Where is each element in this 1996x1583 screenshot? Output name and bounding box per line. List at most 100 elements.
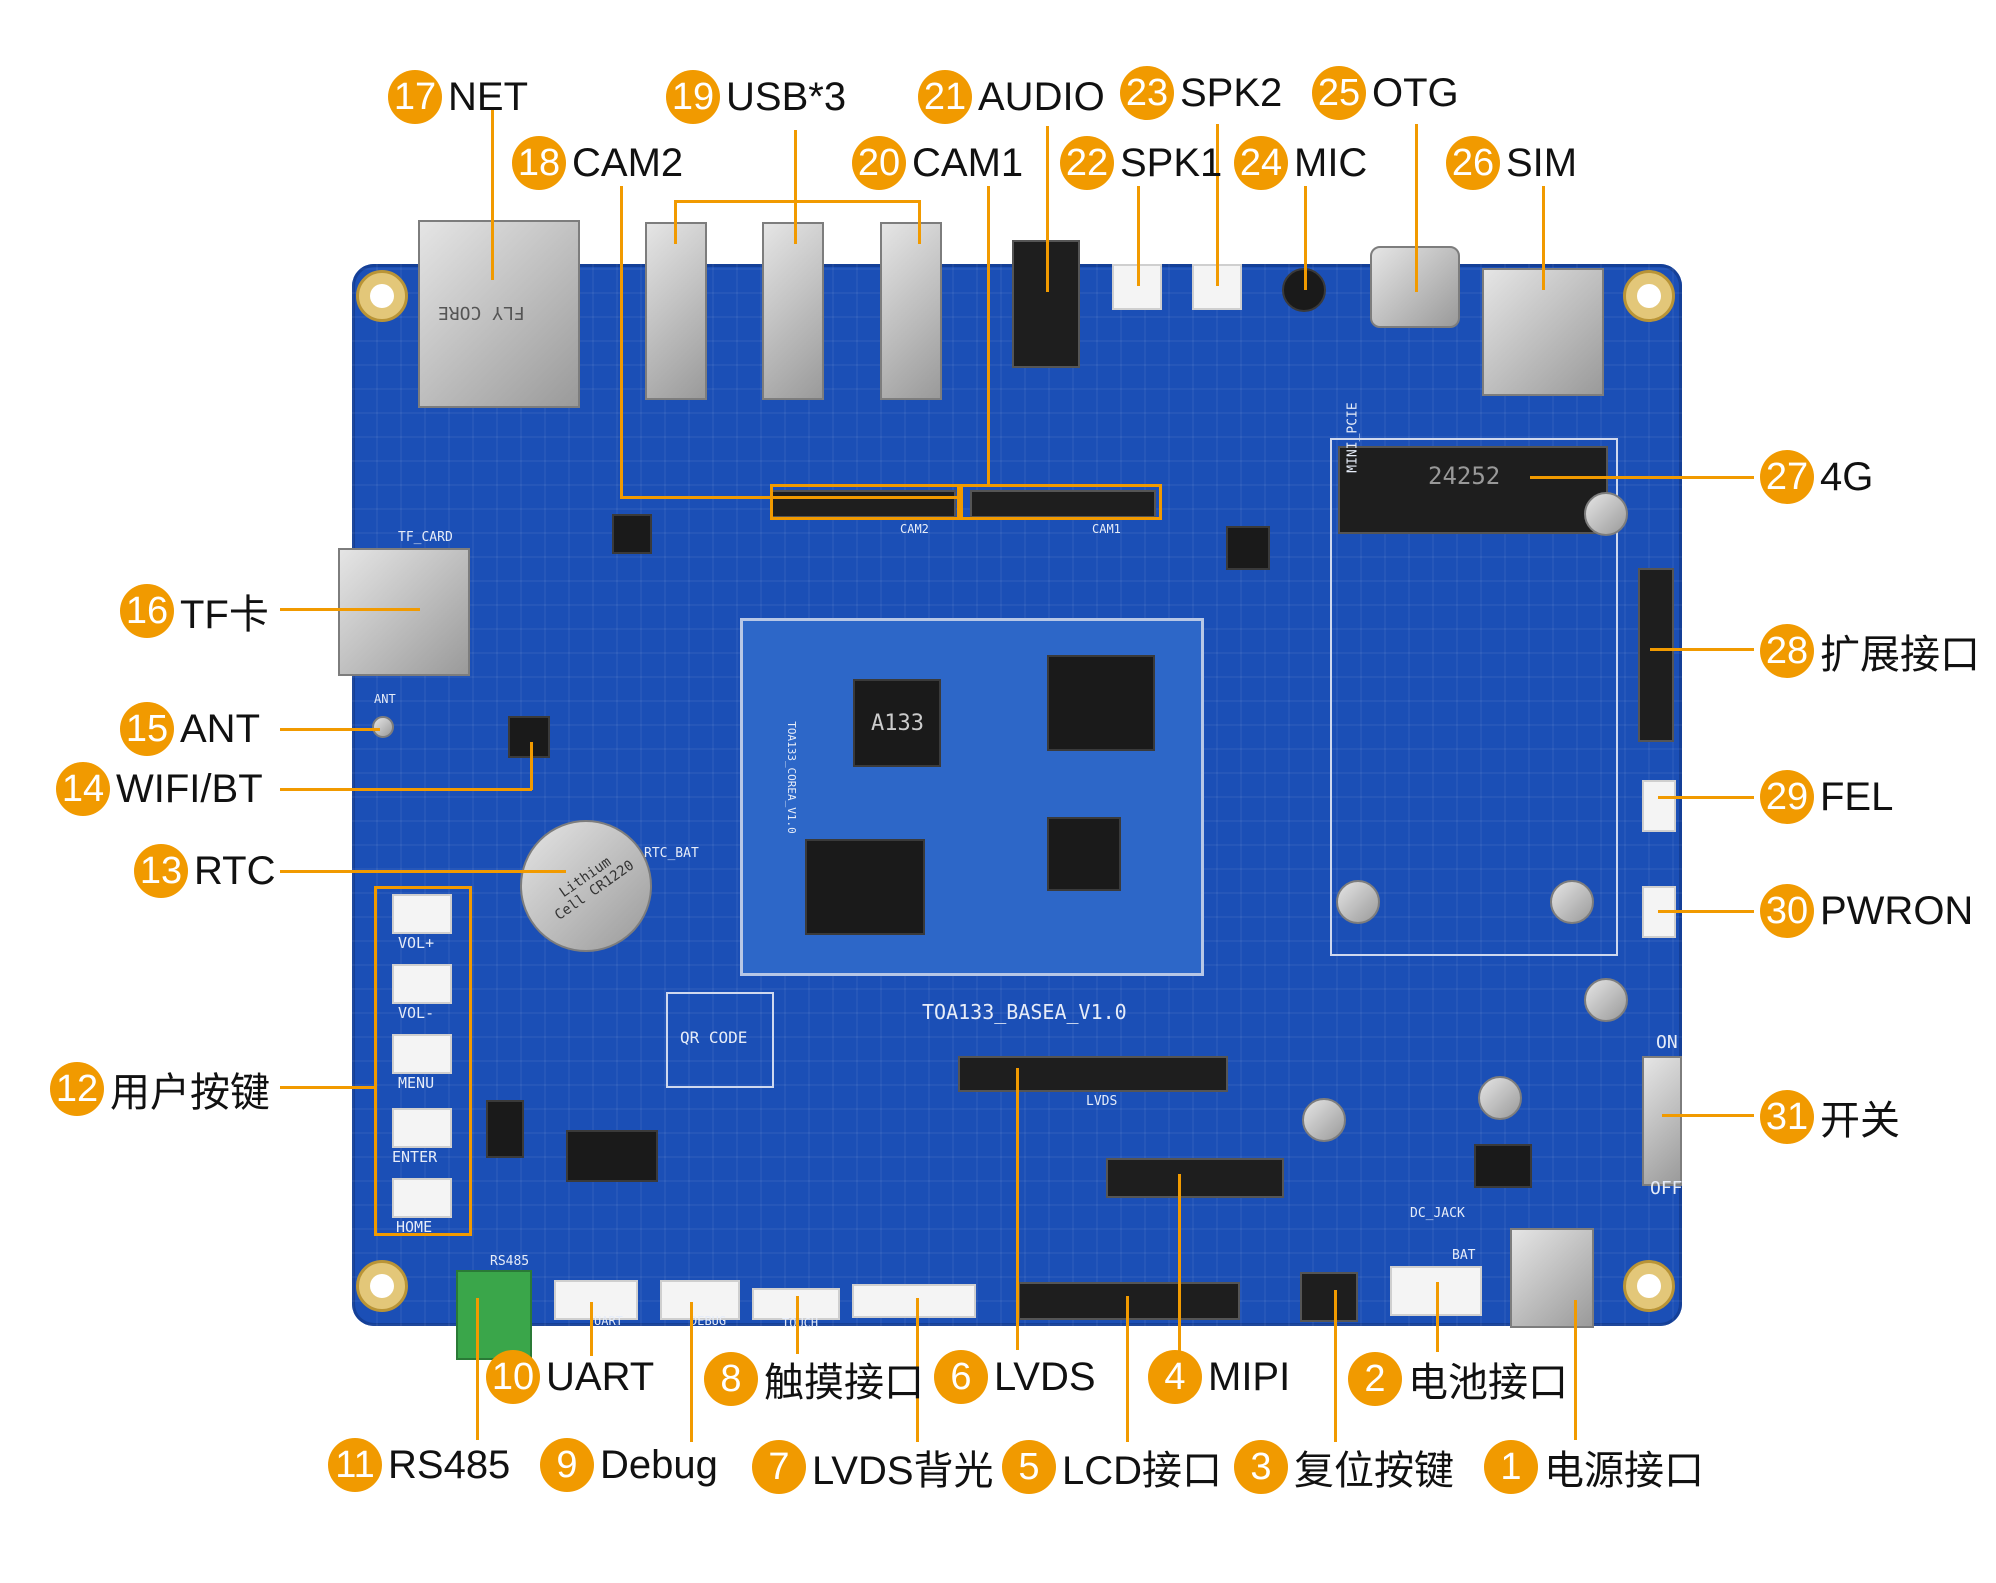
callout-badge: 8 xyxy=(704,1352,758,1406)
callout-11: 11 RS485 xyxy=(328,1438,510,1492)
callout-badge: 20 xyxy=(852,136,906,190)
callout-12: 12 用户按键 xyxy=(50,1060,270,1118)
4g-module-outline xyxy=(1330,438,1618,956)
callout-label: LVDS xyxy=(994,1354,1096,1399)
menu-button[interactable] xyxy=(392,1034,452,1074)
capacitor xyxy=(1302,1098,1346,1142)
lvds-header xyxy=(958,1056,1228,1092)
callout-10: 10 UART xyxy=(486,1350,654,1404)
uart-silk: UART xyxy=(594,1314,623,1328)
home-button[interactable] xyxy=(392,1178,452,1218)
leader-line xyxy=(674,200,677,244)
capacitor xyxy=(1584,978,1628,1022)
callout-badge: 21 xyxy=(918,70,972,124)
vol-up-button[interactable] xyxy=(392,894,452,934)
callout-30: 30 PWRON xyxy=(1760,884,1973,938)
leader-line xyxy=(1137,186,1140,286)
leader-line xyxy=(280,1086,376,1089)
usb-port xyxy=(645,222,707,400)
leader-line xyxy=(1650,648,1754,651)
mounting-hole xyxy=(356,270,408,322)
inductor xyxy=(1474,1144,1532,1188)
capacitor xyxy=(1478,1076,1522,1120)
callout-2: 2 电池接口 xyxy=(1348,1350,1568,1408)
leader-line xyxy=(1046,126,1049,292)
leader-line xyxy=(1304,186,1307,290)
callout-17: 17 NET xyxy=(388,70,528,124)
callout-label: NET xyxy=(448,74,528,119)
ic-chip xyxy=(486,1100,524,1158)
leader-line xyxy=(476,1298,479,1440)
callout-15: 15 ANT xyxy=(120,702,260,756)
emmc-chip xyxy=(805,839,925,935)
tf-card-silk: TF_CARD xyxy=(398,530,453,545)
dram-chip xyxy=(1047,655,1155,751)
lcd-fpc-connector xyxy=(1018,1282,1240,1320)
callout-label: LVDS背光 xyxy=(812,1449,994,1493)
callout-20: 20 CAM1 xyxy=(852,136,1023,190)
callout-badge: 4 xyxy=(1148,1350,1202,1404)
power-switch[interactable] xyxy=(1642,1056,1682,1186)
callout-31: 31 开关 xyxy=(1760,1088,1900,1146)
core-silk: TOA133_COREA_V1.0 xyxy=(784,721,798,834)
cam1-silk: CAM1 xyxy=(1092,522,1121,536)
expansion-header xyxy=(1638,568,1674,742)
audio-jack xyxy=(1012,240,1080,368)
callout-badge: 14 xyxy=(56,762,110,816)
leader-line xyxy=(590,1302,593,1356)
callout-6: 6 LVDS xyxy=(934,1350,1096,1404)
fel-button[interactable] xyxy=(1642,780,1676,832)
usb-port xyxy=(880,222,942,400)
cam2-silk: CAM2 xyxy=(900,522,929,536)
leader-line xyxy=(674,200,920,203)
callout-label: RTC xyxy=(194,848,276,893)
leader-line xyxy=(918,200,921,244)
callout-4: 4 MIPI xyxy=(1148,1350,1290,1404)
callout-badge: 24 xyxy=(1234,136,1288,190)
antenna-connector xyxy=(372,716,394,738)
callout-29: 29 FEL xyxy=(1760,770,1893,824)
vol-up-silk: VOL+ xyxy=(398,934,435,952)
rj45-connector: FLY CORE xyxy=(418,220,580,408)
leader-line xyxy=(916,1298,919,1442)
home-silk: HOME xyxy=(396,1218,433,1236)
ic-chip xyxy=(566,1130,658,1182)
callout-7: 7 LVDS背光 xyxy=(752,1438,994,1496)
vol-down-silk: VOL- xyxy=(398,1004,435,1022)
cam1-fpc-connector xyxy=(970,490,1156,518)
callout-label: 触摸接口 xyxy=(764,1361,924,1405)
callout-badge: 22 xyxy=(1060,136,1114,190)
leader-line xyxy=(280,788,532,791)
leader-line xyxy=(794,130,797,244)
vol-down-button[interactable] xyxy=(392,964,452,1004)
debug-silk: DEBUG xyxy=(690,1314,727,1328)
callout-badge: 23 xyxy=(1120,66,1174,120)
dc-jack-silk: DC_JACK xyxy=(1410,1206,1465,1221)
touch-silk: TOUCH xyxy=(782,1316,819,1330)
leader-line xyxy=(1415,124,1418,292)
leader-line xyxy=(1574,1300,1577,1440)
enter-button[interactable] xyxy=(392,1108,452,1148)
tf-card-slot xyxy=(338,548,470,676)
callout-label: 开关 xyxy=(1820,1099,1900,1143)
leader-line xyxy=(1016,1068,1019,1350)
leader-line xyxy=(280,728,380,731)
leader-line xyxy=(280,870,566,873)
callout-27: 27 4G xyxy=(1760,450,1873,504)
leader-line xyxy=(1126,1296,1129,1442)
wifi-bt-module xyxy=(508,716,550,758)
dc-power-jack xyxy=(1510,1228,1594,1328)
callout-badge: 12 xyxy=(50,1062,104,1116)
callout-label: 扩展接口 xyxy=(1820,633,1980,677)
leader-line xyxy=(491,110,494,280)
callout-label: 电池接口 xyxy=(1408,1361,1568,1405)
pmic-chip xyxy=(1047,817,1121,891)
callout-badge: 16 xyxy=(120,584,174,638)
callout-badge: 25 xyxy=(1312,66,1366,120)
callout-label: SIM xyxy=(1506,140,1578,185)
reset-button[interactable] xyxy=(1300,1272,1358,1322)
leader-line xyxy=(1530,476,1754,479)
callout-9: 9 Debug xyxy=(540,1438,718,1492)
callout-label: USB*3 xyxy=(726,74,847,119)
leader-line xyxy=(1658,796,1754,799)
